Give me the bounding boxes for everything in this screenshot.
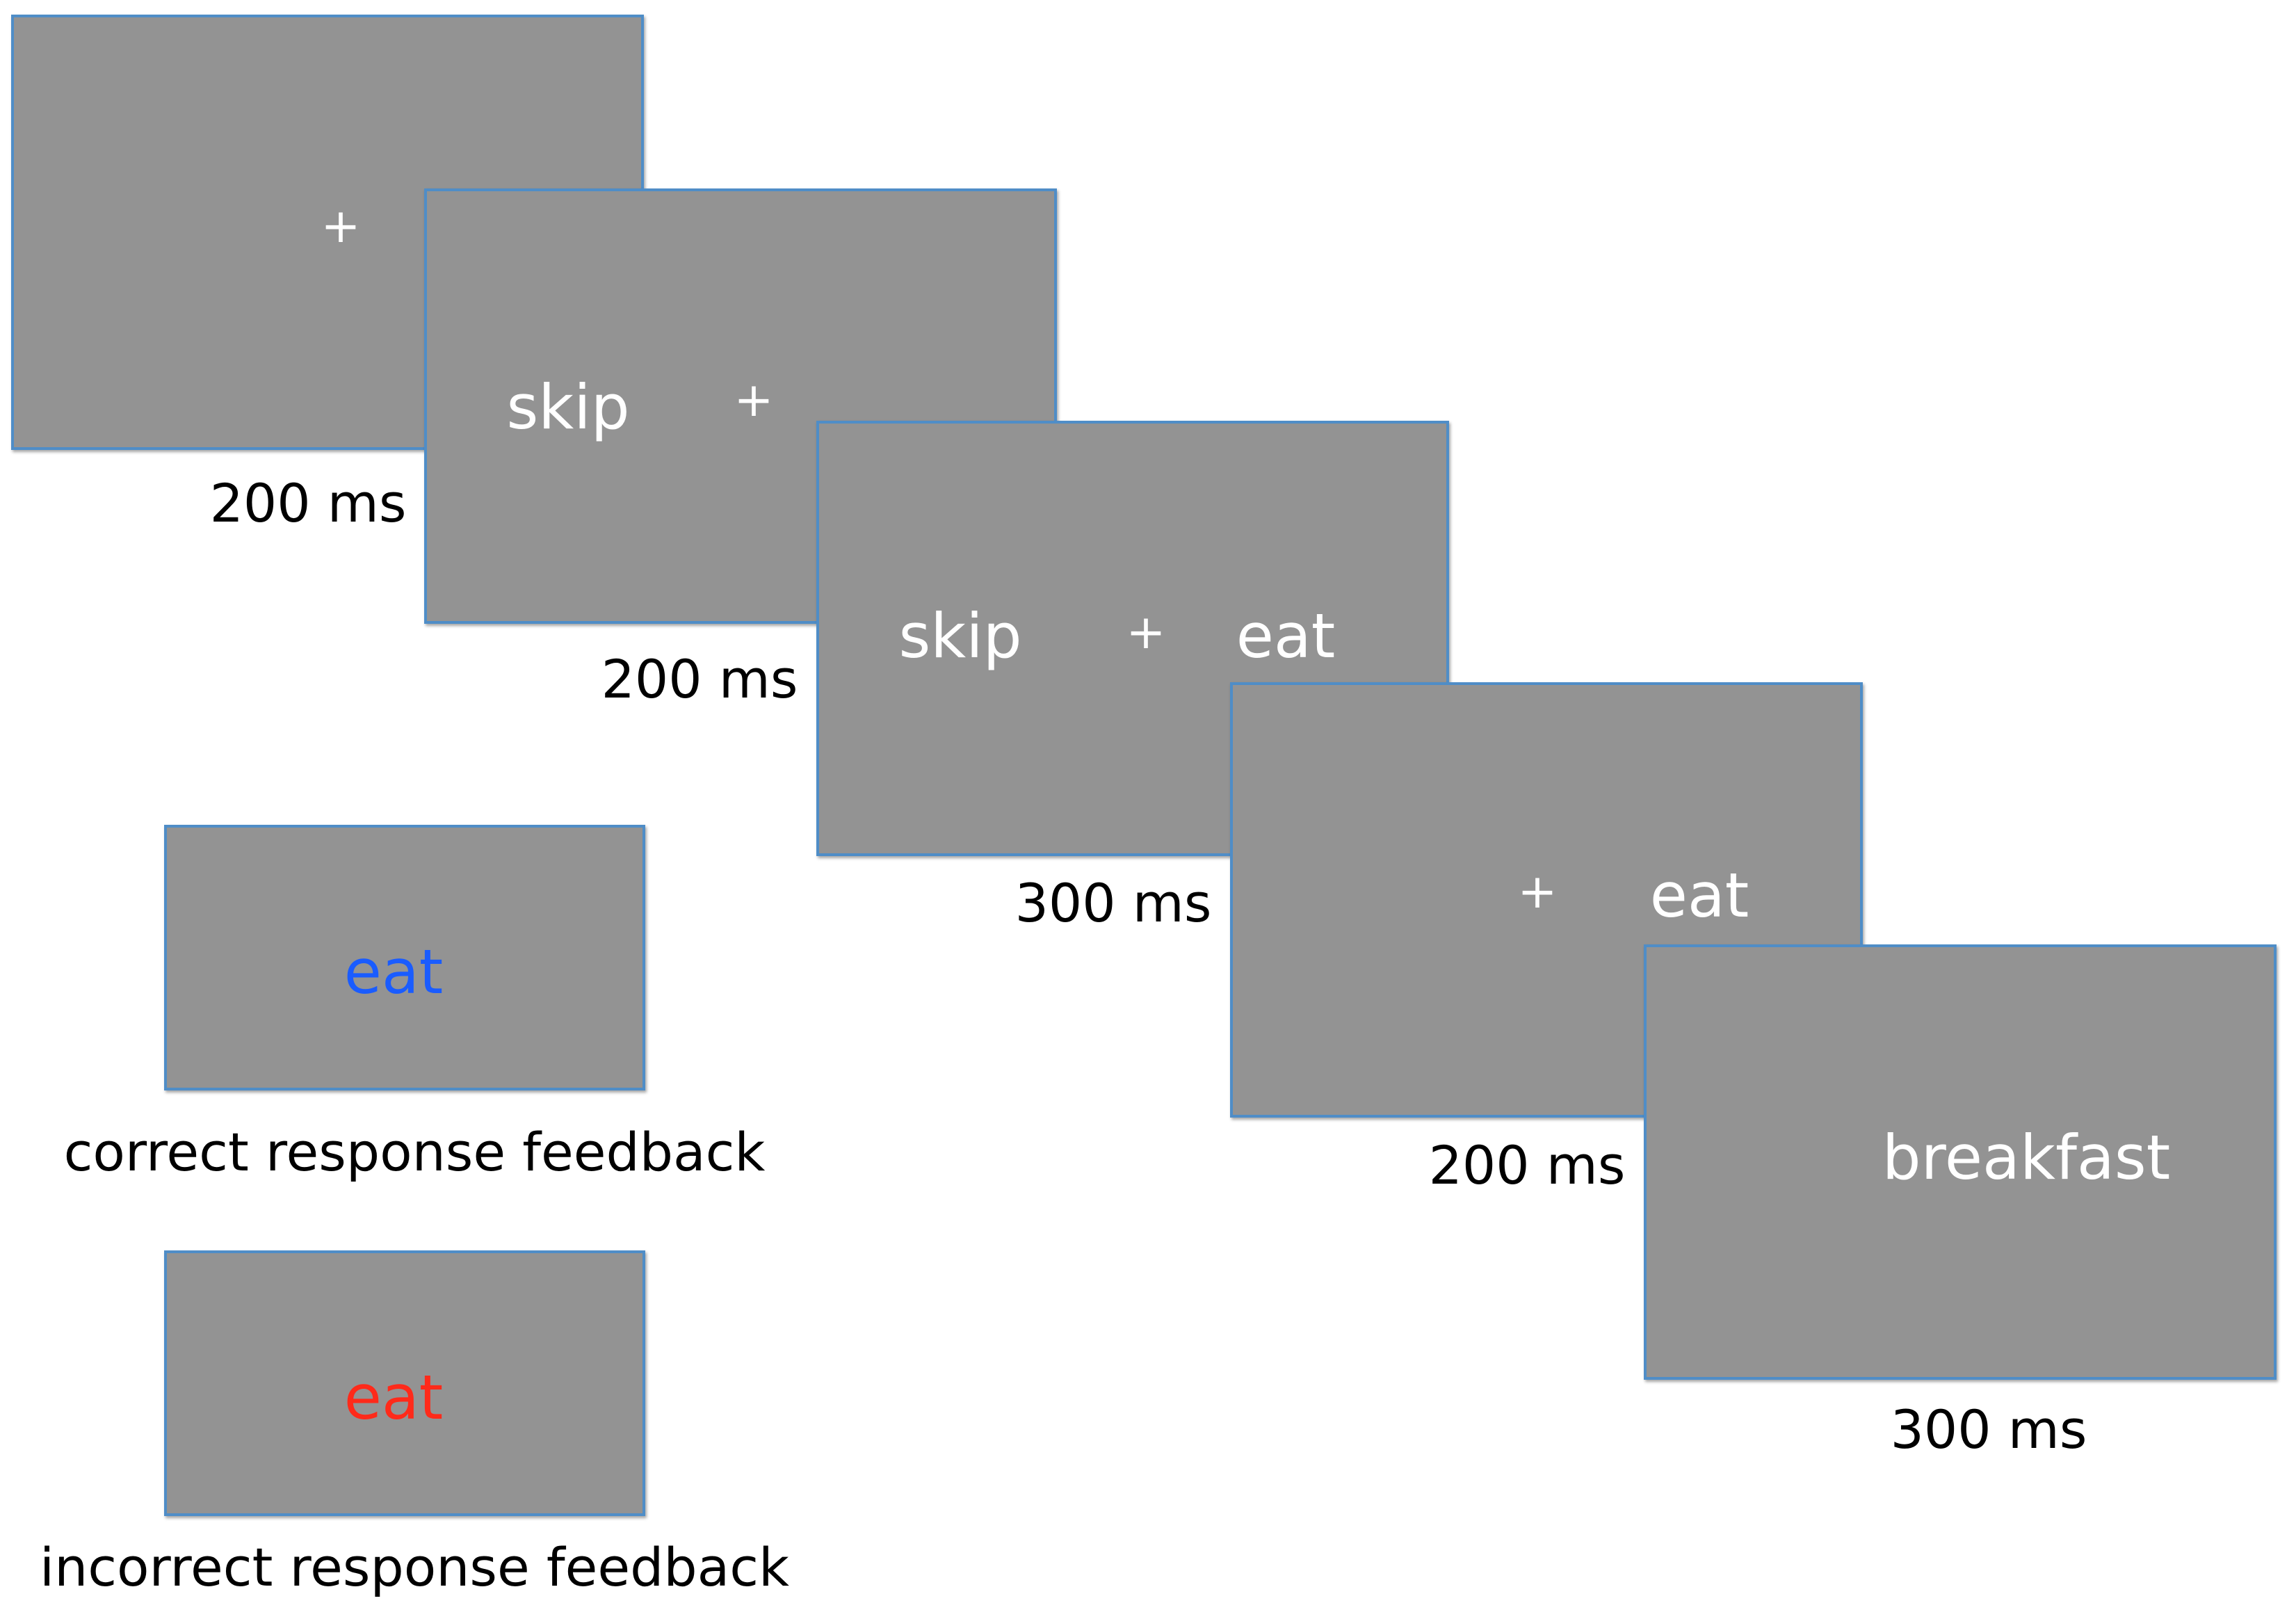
frame-5-target-word: breakfast bbox=[1882, 1122, 2171, 1193]
frame-3-right-word: eat bbox=[1236, 600, 1336, 672]
correct-feedback-caption: correct response feedback bbox=[63, 1121, 766, 1183]
incorrect-feedback-screen: eat bbox=[164, 1250, 645, 1516]
incorrect-feedback-word: eat bbox=[343, 1362, 444, 1433]
frame-1-duration: 200 ms bbox=[209, 472, 407, 534]
correct-feedback-screen: eat bbox=[164, 825, 645, 1090]
frame-2-duration: 200 ms bbox=[601, 648, 798, 710]
frame-3-duration: 300 ms bbox=[1014, 872, 1212, 934]
correct-feedback-word: eat bbox=[343, 936, 444, 1008]
frame-2-left-word: skip bbox=[506, 371, 630, 443]
frame-4-fixation-cross: + bbox=[1517, 864, 1558, 919]
frame-4-right-word: eat bbox=[1649, 860, 1749, 931]
frame-4-duration: 200 ms bbox=[1428, 1134, 1626, 1196]
frame-5-duration: 300 ms bbox=[1890, 1399, 2087, 1460]
frame-1-fixation-cross: + bbox=[321, 199, 361, 254]
incorrect-feedback-caption: incorrect response feedback bbox=[39, 1536, 790, 1598]
frame-3-left-word: skip bbox=[898, 600, 1022, 672]
frame-5-screen: breakfast bbox=[1644, 944, 2277, 1380]
frame-3-fixation-cross: + bbox=[1126, 605, 1166, 660]
frame-2-fixation-cross: + bbox=[734, 373, 774, 428]
